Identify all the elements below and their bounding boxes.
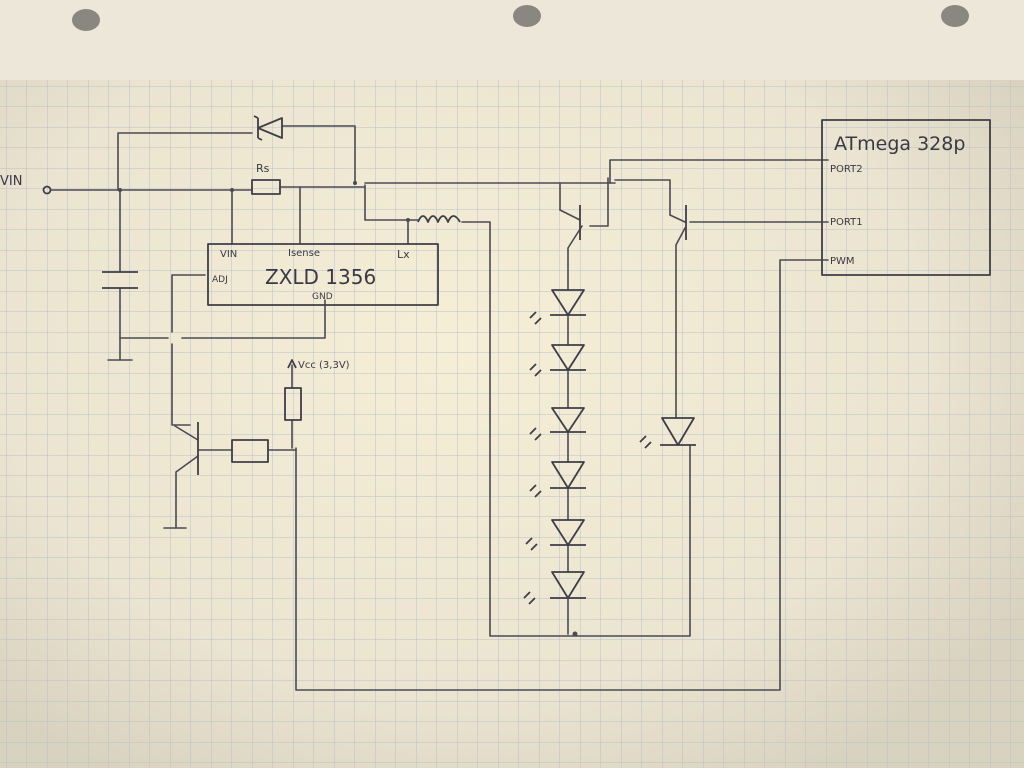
- graph-grid: [0, 80, 1024, 768]
- inductor: [417, 215, 461, 223]
- wires: [42, 125, 829, 691]
- flywheel-diode: [253, 115, 283, 141]
- label-pin-gnd: GND: [312, 292, 333, 302]
- label-pwm: PWM: [830, 256, 855, 267]
- led-2: [529, 344, 586, 377]
- label-chip-name: ZXLD 1356: [265, 265, 376, 289]
- base-resistor: [231, 439, 269, 463]
- paper-top-margin: [0, 0, 1024, 80]
- label-pin-adj: ADJ: [212, 275, 228, 285]
- driver-ic-zxld1356: [207, 243, 439, 306]
- label-pin-isense: Isense: [288, 248, 320, 259]
- led-single: [639, 417, 696, 449]
- led-chain: [523, 289, 586, 605]
- vcc-arrow: [287, 359, 297, 369]
- led-5: [525, 519, 586, 551]
- sense-resistor-rs: [251, 179, 281, 195]
- input-capacitor: [102, 271, 138, 289]
- label-pin-lx: Lx: [397, 248, 410, 261]
- label-rs: Rs: [256, 162, 270, 175]
- led-6: [523, 571, 586, 605]
- label-vin-input: VIN: [0, 174, 22, 189]
- mcu-atmega328p: [821, 119, 991, 276]
- led-4: [529, 461, 586, 498]
- label-port2: PORT2: [830, 164, 863, 175]
- label-pin-vin: VIN: [220, 249, 237, 260]
- label-vcc: Vcc (3,3V): [298, 360, 350, 371]
- label-mcu-name: ATmega 328p: [834, 133, 965, 155]
- punch-holes: [72, 5, 969, 31]
- pullup-resistor: [284, 387, 302, 421]
- label-port1: PORT1: [830, 217, 863, 228]
- led-3: [529, 407, 586, 441]
- led-1: [529, 289, 586, 325]
